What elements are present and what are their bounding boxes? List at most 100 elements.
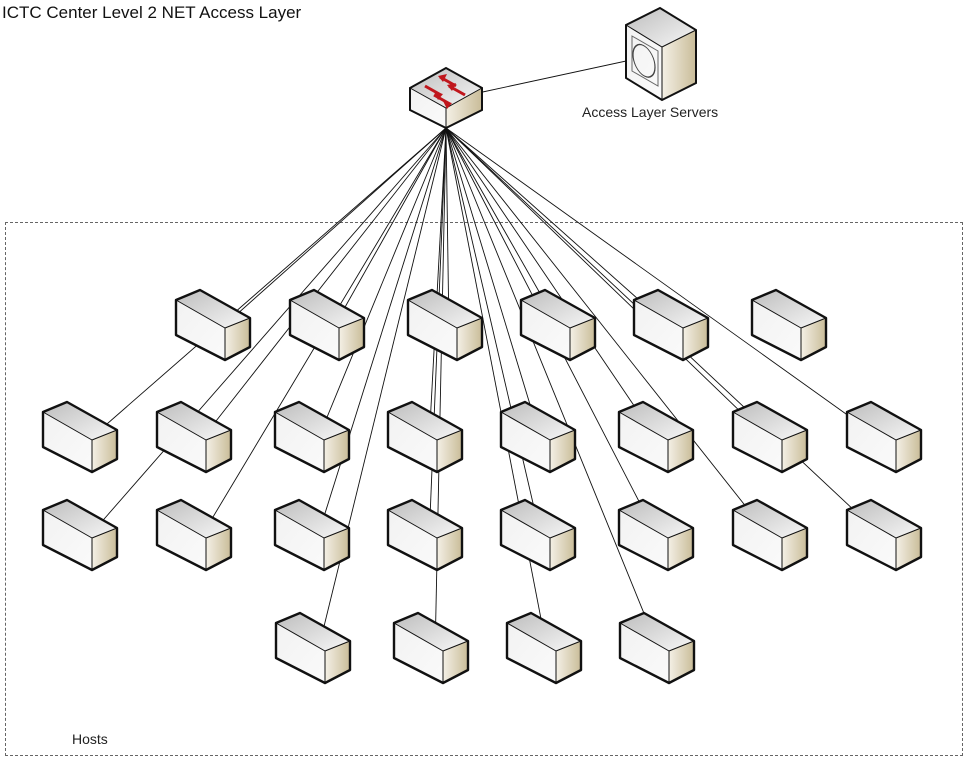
host-top-face <box>619 500 693 538</box>
host-outline <box>392 611 470 685</box>
server-arrows-glyph <box>631 35 659 87</box>
host-top-face <box>157 402 231 440</box>
link-line <box>445 127 662 656</box>
link-line <box>445 127 549 656</box>
host-2-5[interactable] <box>499 400 577 474</box>
switch-arrows-icon <box>424 74 466 109</box>
switch-arrowhead <box>438 74 447 82</box>
host-outline <box>386 400 464 474</box>
link-line <box>83 127 447 445</box>
host-3-1[interactable] <box>41 498 119 572</box>
host-3-5[interactable] <box>499 498 577 572</box>
host-2-1[interactable] <box>41 400 119 474</box>
host-top-face <box>733 402 807 440</box>
access-layer-servers[interactable] <box>625 6 697 102</box>
host-1-6[interactable] <box>750 288 828 362</box>
switch-front-face <box>410 88 446 128</box>
host-front-face <box>847 412 896 472</box>
host-front-face <box>290 300 339 360</box>
host-outline <box>617 400 695 474</box>
host-top-face <box>388 402 462 440</box>
link-line <box>428 127 447 445</box>
host-outline <box>174 288 252 362</box>
host-1-5[interactable] <box>632 288 710 362</box>
host-3-4[interactable] <box>386 498 464 572</box>
host-top-face <box>733 500 807 538</box>
host-3-8[interactable] <box>845 498 923 572</box>
host-outline <box>274 611 352 685</box>
host-2-8[interactable] <box>845 400 923 474</box>
host-top-face <box>275 402 349 440</box>
host-2-7[interactable] <box>731 400 809 474</box>
host-top-face <box>521 290 595 328</box>
link-switch-server <box>477 57 641 94</box>
switch-arrowhead <box>443 101 452 109</box>
host-outline <box>288 288 366 362</box>
host-outline <box>731 498 809 572</box>
host-front-face <box>619 510 668 570</box>
host-top-face <box>157 500 231 538</box>
server-circle-glyph <box>632 43 656 78</box>
host-1-1[interactable] <box>174 288 252 362</box>
host-front-face <box>507 623 556 683</box>
host-3-3[interactable] <box>273 498 351 572</box>
server-icon <box>631 35 659 87</box>
host-top-face <box>276 613 350 651</box>
host-4-1[interactable] <box>274 611 352 685</box>
host-front-face <box>43 510 92 570</box>
link-line <box>445 127 775 445</box>
host-3-7[interactable] <box>731 498 809 572</box>
host-3-6[interactable] <box>617 498 695 572</box>
link-line <box>445 127 543 445</box>
host-front-face <box>408 300 457 360</box>
host-outline <box>750 288 828 362</box>
link-line <box>445 127 889 445</box>
host-front-face <box>43 412 92 472</box>
host-front-face <box>157 510 206 570</box>
host-top-face <box>620 613 694 651</box>
host-3-2[interactable] <box>155 498 233 572</box>
host-outline <box>41 498 119 572</box>
link-line <box>315 127 447 543</box>
host-front-face <box>634 300 683 360</box>
server-outline <box>625 6 697 102</box>
host-front-face <box>521 300 570 360</box>
switch-arrowhead <box>447 83 456 91</box>
host-top-face <box>290 290 364 328</box>
host-front-face <box>388 510 437 570</box>
link-line <box>434 127 447 656</box>
host-4-3[interactable] <box>505 611 583 685</box>
host-front-face <box>275 412 324 472</box>
host-4-4[interactable] <box>618 611 696 685</box>
host-2-3[interactable] <box>273 400 351 474</box>
link-line <box>197 127 447 445</box>
link-line <box>445 127 661 445</box>
host-1-2[interactable] <box>288 288 366 362</box>
host-top-face <box>847 500 921 538</box>
host-outline <box>632 288 710 362</box>
host-outline <box>499 498 577 572</box>
hosts-layer <box>41 288 923 685</box>
host-front-face <box>619 412 668 472</box>
host-outline <box>155 498 233 572</box>
host-front-face <box>847 510 896 570</box>
host-2-6[interactable] <box>617 400 695 474</box>
host-front-face <box>157 412 206 472</box>
host-1-4[interactable] <box>519 288 597 362</box>
host-2-2[interactable] <box>155 400 233 474</box>
host-1-3[interactable] <box>406 288 484 362</box>
host-outline <box>155 400 233 474</box>
link-line <box>445 127 775 543</box>
host-outline <box>519 288 597 362</box>
host-outline <box>273 498 351 572</box>
host-4-2[interactable] <box>392 611 470 685</box>
host-2-4[interactable] <box>386 400 464 474</box>
host-top-face <box>501 500 575 538</box>
access-switch[interactable] <box>409 66 483 130</box>
link-line <box>315 127 447 445</box>
host-outline <box>845 400 923 474</box>
host-top-face <box>501 402 575 440</box>
host-outline <box>386 498 464 572</box>
host-outline <box>499 400 577 474</box>
